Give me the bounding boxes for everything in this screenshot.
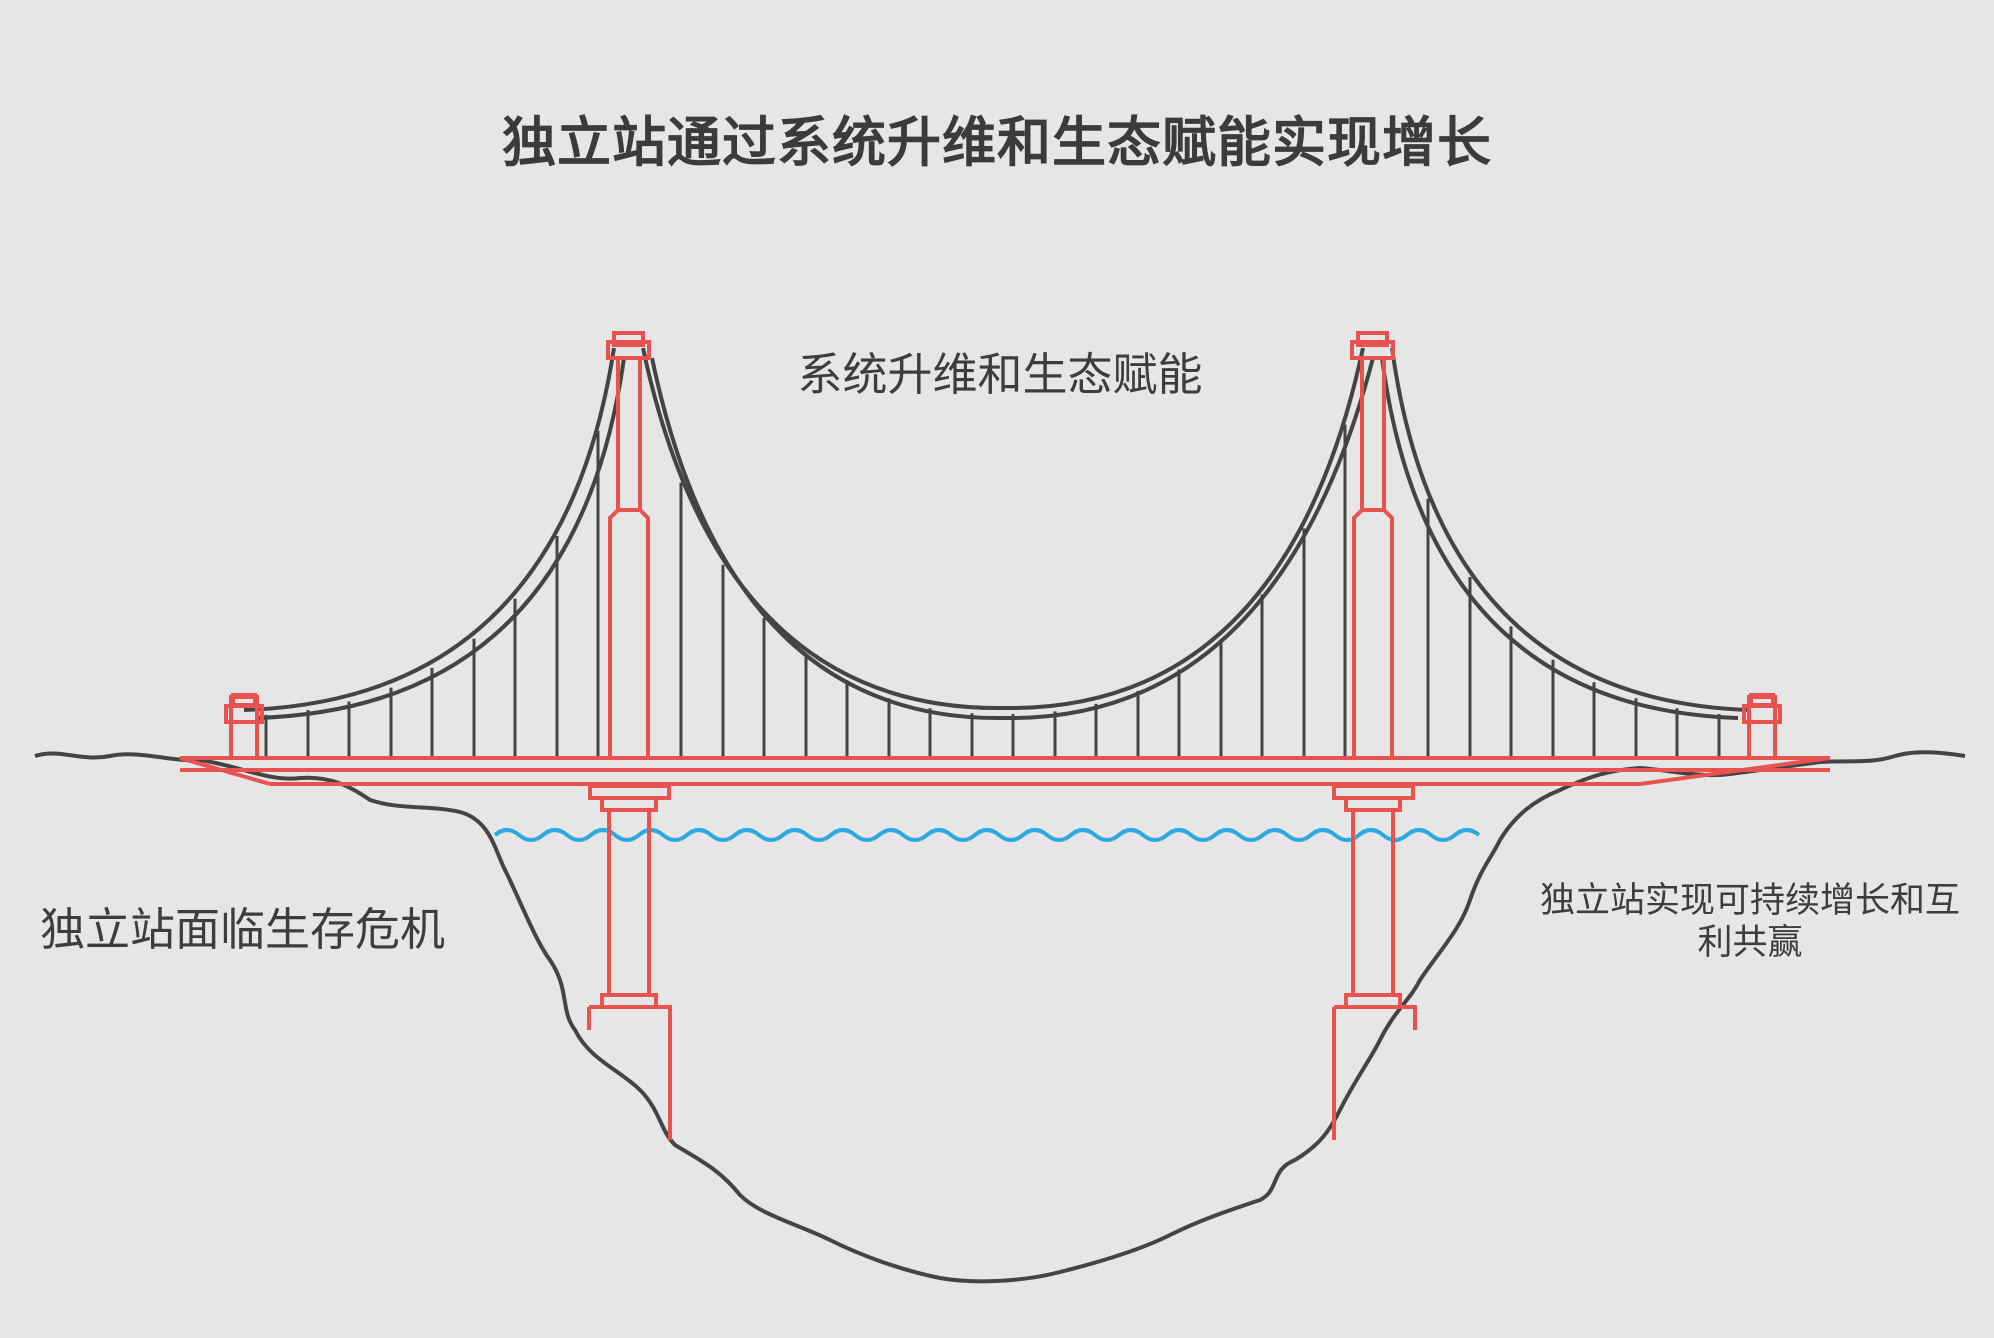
right-tower: [1332, 331, 1417, 1140]
hanger-cables: [264, 424, 1721, 758]
left-bank-label: 独立站面临生存危机: [40, 903, 446, 956]
main-cables: [243, 347, 1751, 721]
right-bank-label: 独立站实现可持续增长和互利共赢: [1539, 881, 1960, 963]
left-tower: [587, 331, 672, 1140]
bridge-label: 系统升维和生态赋能: [797, 348, 1203, 401]
right-end-pier: [1742, 693, 1782, 760]
diagram-title: 独立站通过系统升维和生态赋能实现增长: [502, 111, 1492, 174]
valley-terrain-icon: [34, 750, 1966, 1284]
water-wave-icon: [493, 828, 1481, 842]
left-end-pier: [224, 693, 264, 760]
